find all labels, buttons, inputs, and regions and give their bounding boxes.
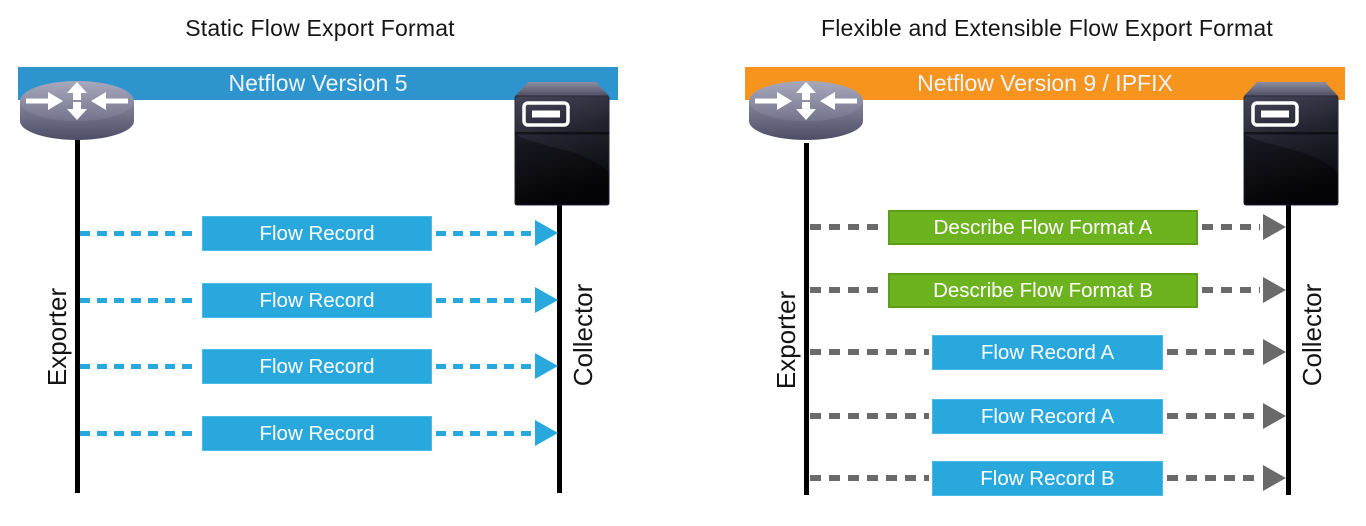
dashed-connector: [810, 349, 929, 355]
right-exporter-label: Exporter: [771, 290, 801, 390]
flow-record-box: Flow Record B: [932, 461, 1163, 496]
arrowhead-icon: [535, 220, 558, 246]
arrowhead-icon: [535, 420, 558, 446]
template-row: Describe Flow Format B: [810, 273, 1286, 308]
flow-record-label: Flow Record: [259, 421, 375, 445]
arrowhead-icon: [1263, 214, 1286, 240]
flow-record-label: Flow Record A: [980, 404, 1115, 428]
arrowhead-icon: [1263, 465, 1286, 491]
flow-record-box: Flow Record: [202, 283, 432, 318]
template-box: Describe Flow Format A: [888, 210, 1198, 245]
flow-record-label: Flow Record: [259, 221, 375, 245]
template-box: Describe Flow Format B: [888, 273, 1198, 308]
server-icon: [1243, 80, 1339, 206]
left-collector-timeline: [557, 205, 562, 493]
dashed-connector: [436, 298, 531, 303]
flow-record-label: Flow Record: [259, 288, 375, 312]
router-icon: [18, 77, 136, 145]
flow-record-label: Flow Record B: [980, 466, 1115, 490]
flow-row: Flow Record: [80, 349, 558, 384]
flow-row: Flow Record: [80, 216, 558, 251]
flow-row: Flow Record A: [810, 399, 1286, 434]
flow-record-box: Flow Record A: [932, 399, 1163, 434]
right-panel-title: Flexible and Extensible Flow Export Form…: [821, 15, 1273, 41]
left-panel-title: Static Flow Export Format: [185, 15, 455, 41]
dashed-connector: [436, 231, 531, 236]
dashed-connector: [1202, 224, 1260, 230]
dashed-connector: [436, 364, 531, 369]
flow-record-label: Flow Record A: [980, 340, 1115, 364]
flow-record-box: Flow Record: [202, 416, 432, 451]
dashed-connector: [1202, 287, 1260, 293]
flow-record-box: Flow Record: [202, 349, 432, 384]
dashed-connector: [436, 431, 531, 436]
arrowhead-icon: [535, 287, 558, 313]
dashed-connector: [1167, 475, 1260, 481]
dashed-connector: [1167, 413, 1260, 419]
template-label: Describe Flow Format A: [933, 215, 1153, 239]
arrowhead-icon: [1263, 339, 1286, 365]
dashed-connector: [1167, 349, 1260, 355]
flow-row: Flow Record B: [810, 461, 1286, 496]
flow-record-label: Flow Record: [259, 354, 375, 378]
flow-row: Flow Record A: [810, 335, 1286, 370]
flow-row: Flow Record: [80, 283, 558, 318]
flow-record-box: Flow Record A: [932, 335, 1163, 370]
left-exporter-timeline: [75, 140, 80, 493]
arrowhead-icon: [535, 353, 558, 379]
left-collector-label: Collector: [568, 283, 598, 387]
flow-record-box: Flow Record: [202, 216, 432, 251]
netflow-v9-banner-label: Netflow Version 9 / IPFIX: [917, 70, 1173, 96]
server-icon: [514, 80, 610, 206]
right-collector-timeline: [1286, 205, 1291, 495]
flow-row: Flow Record: [80, 416, 558, 451]
left-exporter-label: Exporter: [42, 287, 72, 387]
dashed-connector: [80, 431, 199, 436]
netflow-v5-banner-label: Netflow Version 5: [228, 70, 408, 96]
dashed-connector: [810, 287, 885, 293]
dashed-connector: [810, 413, 929, 419]
dashed-connector: [80, 298, 199, 303]
dashed-connector: [80, 364, 199, 369]
arrowhead-icon: [1263, 403, 1286, 429]
dashed-connector: [80, 231, 199, 236]
right-collector-label: Collector: [1297, 283, 1327, 387]
arrowhead-icon: [1263, 277, 1286, 303]
dashed-connector: [810, 224, 885, 230]
right-exporter-timeline: [804, 143, 809, 495]
template-row: Describe Flow Format A: [810, 210, 1286, 245]
template-label: Describe Flow Format B: [933, 278, 1153, 302]
dashed-connector: [810, 475, 929, 481]
router-icon: [747, 77, 865, 145]
